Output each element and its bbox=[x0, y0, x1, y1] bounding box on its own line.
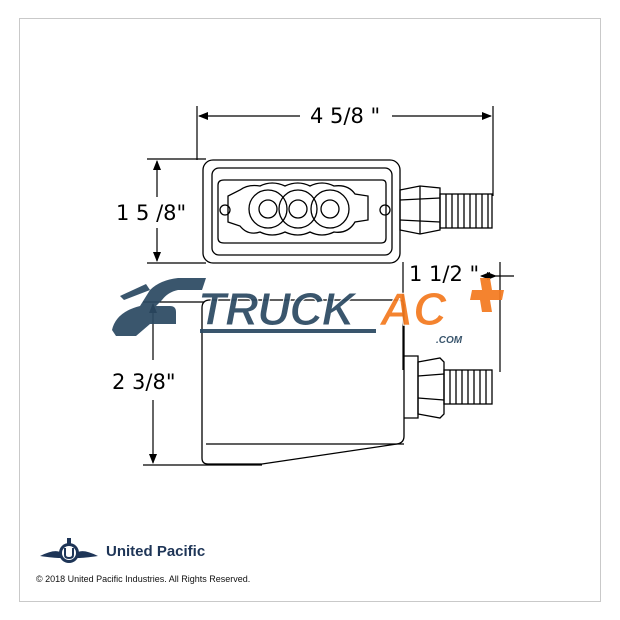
united-pacific-logo-icon bbox=[40, 538, 98, 563]
dimension-label-depth: 1 1/2 " bbox=[409, 262, 480, 286]
dimension-label-height-top: 1 5 /8" bbox=[116, 201, 187, 225]
lamp-top-view bbox=[202, 159, 493, 264]
mounting-hole-right bbox=[379, 204, 391, 216]
drawing-frame bbox=[19, 18, 601, 602]
mounting-hole-left bbox=[219, 204, 231, 216]
dimension-label-width: 4 5/8 " bbox=[310, 104, 381, 128]
copyright-text: © 2018 United Pacific Industries. All Ri… bbox=[36, 574, 251, 584]
watermark-logo: TRUCK AC .COM bbox=[112, 278, 504, 346]
dimension-label-height-side: 2 3/8" bbox=[112, 370, 176, 394]
thread-lines-top bbox=[445, 194, 489, 228]
hex-nut-side bbox=[417, 357, 445, 419]
threaded-stud-top bbox=[439, 193, 493, 229]
watermark-truck-text: TRUCK bbox=[198, 283, 358, 335]
lens-circles bbox=[248, 189, 350, 229]
brand-block: United Pacific bbox=[38, 536, 205, 566]
watermark-com-text: .COM bbox=[436, 335, 463, 346]
lamp-side-view bbox=[201, 299, 493, 465]
truck-silhouette bbox=[112, 278, 206, 336]
watermark-plus-icon bbox=[470, 278, 504, 312]
thread-lines-side bbox=[449, 370, 487, 404]
watermark-ac-text: AC bbox=[379, 283, 447, 335]
brand-name: United Pacific bbox=[106, 542, 206, 560]
